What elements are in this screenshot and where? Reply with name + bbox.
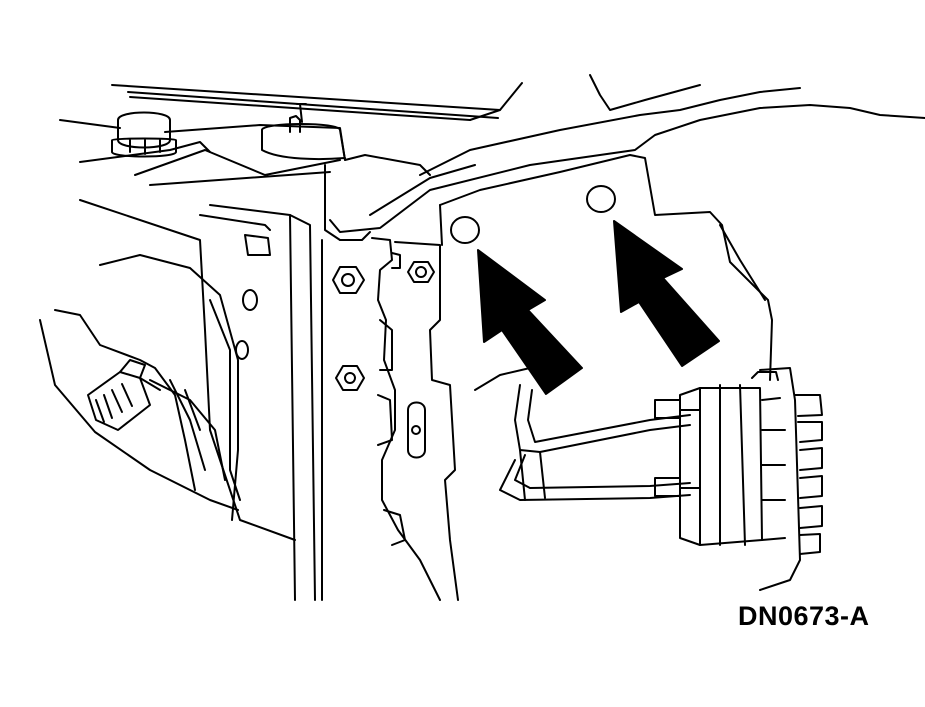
bolt-upper-left: [332, 266, 365, 294]
headlamp-housing: [39, 199, 296, 541]
bulb-connector: [87, 359, 161, 431]
indicator-arrows: [477, 220, 720, 395]
hood-edge: [111, 82, 523, 121]
arrow-right-hole: [613, 220, 720, 367]
fender-apron: [329, 74, 925, 233]
mounting-bolts: [332, 261, 435, 391]
hydraulic-control-unit: [654, 367, 823, 591]
bolt-upper-right: [407, 261, 435, 283]
reservoir-cap: [111, 111, 177, 158]
strut-tower: [261, 103, 346, 161]
brake-lines: [499, 384, 691, 501]
side-panel: [199, 204, 316, 601]
bolt-lower: [335, 365, 365, 391]
arrow-left-hole: [477, 249, 583, 395]
figure-code: DN0673-A: [738, 601, 870, 631]
module-bracket: [439, 154, 773, 391]
radiator-support: [321, 237, 459, 601]
